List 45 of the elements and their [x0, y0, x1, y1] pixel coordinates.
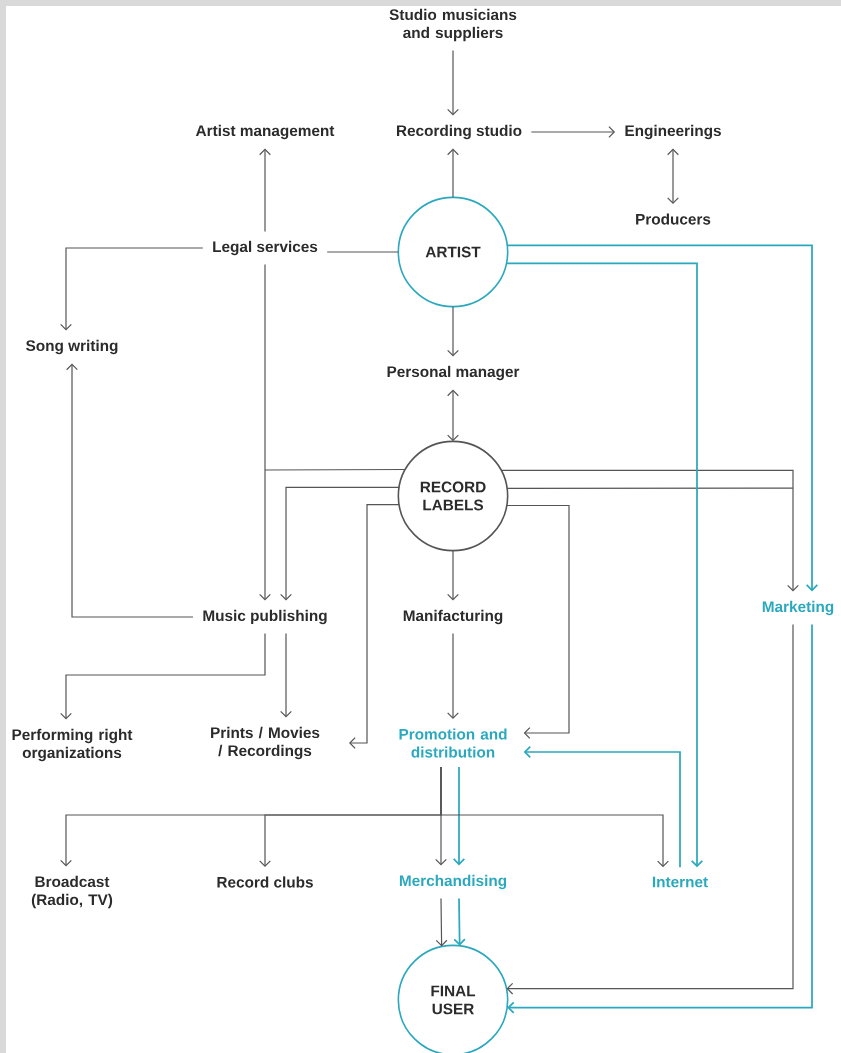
circle-node: ARTIST: [397, 196, 509, 308]
arrow: [447, 389, 459, 442]
arrow: [505, 262, 704, 868]
arrow: [500, 469, 799, 592]
label-text: Studio musicians and suppliers: [389, 8, 517, 42]
label-text: Producers: [636, 213, 711, 225]
arrow: [447, 550, 459, 601]
label-text: Engineerings: [625, 124, 721, 140]
arrow: [259, 263, 271, 601]
label-text: Manifacturing: [403, 609, 503, 625]
arrow: [447, 306, 459, 357]
arrow: [60, 247, 204, 331]
label-text: Personal manager: [387, 365, 520, 381]
arrow: [440, 766, 669, 868]
arrow: [506, 244, 819, 592]
arrow: [447, 49, 459, 116]
label-text: Merchandising: [399, 874, 507, 890]
arrow: [66, 363, 194, 618]
arrow: [530, 126, 616, 138]
arrow: [280, 632, 292, 718]
arrow: [60, 632, 266, 720]
arrow: [264, 468, 406, 601]
arrow: [453, 897, 466, 946]
arrow: [452, 766, 466, 866]
label-text: Broadcast (Radio, TV): [31, 875, 113, 909]
label-text: Record clubs: [217, 876, 313, 888]
arrow: [435, 897, 448, 947]
arrow: [667, 148, 679, 205]
arrow: [447, 148, 459, 198]
label-text: Performing right organizations: [12, 728, 133, 762]
label-text: Marketing: [762, 600, 834, 616]
label-text: Artist management: [195, 124, 335, 140]
arrow: [447, 632, 459, 720]
label-text: Music publishing: [203, 609, 327, 625]
label-text: Song writing: [26, 339, 118, 355]
label-text: Internet: [652, 876, 708, 888]
circle-node: RECORD LABELS: [397, 440, 509, 552]
arrow: [259, 148, 271, 233]
label-text: Prints / Movies / Recordings: [211, 726, 320, 760]
arrow: [506, 504, 570, 739]
label-text: Legal services: [213, 240, 318, 256]
arrow: [523, 745, 681, 869]
label-text: Recording studio: [397, 124, 522, 140]
arrow: [349, 503, 400, 749]
label-text: Promotion and distribution: [399, 728, 507, 758]
